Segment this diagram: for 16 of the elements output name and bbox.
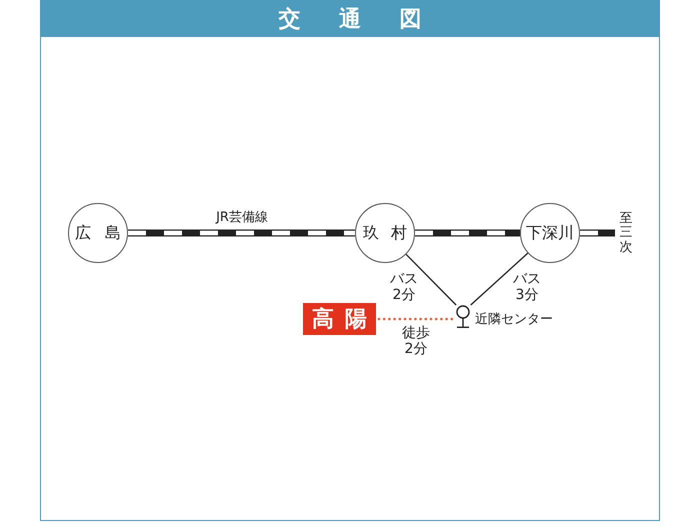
edge-label: 徒歩2分 [401, 325, 431, 357]
connector-line [470, 252, 528, 306]
destination-label: 至三次 [615, 211, 637, 255]
station-circle: 玖村 [355, 203, 415, 263]
railway-line [415, 230, 520, 236]
edge-label: JR芸備線 [214, 210, 269, 225]
title-banner: 交通図 [40, 0, 660, 37]
stop-label: 近隣センター [475, 311, 553, 329]
railway-line [128, 230, 355, 236]
edge-label: バス3分 [512, 271, 542, 303]
edge-label: バス2分 [389, 271, 419, 303]
place-box: 高陽 [303, 303, 376, 335]
station-circle: 広島 [68, 203, 128, 263]
connector-line [406, 254, 457, 306]
station-circle: 下深川 [520, 203, 580, 263]
railway-line [580, 230, 615, 236]
